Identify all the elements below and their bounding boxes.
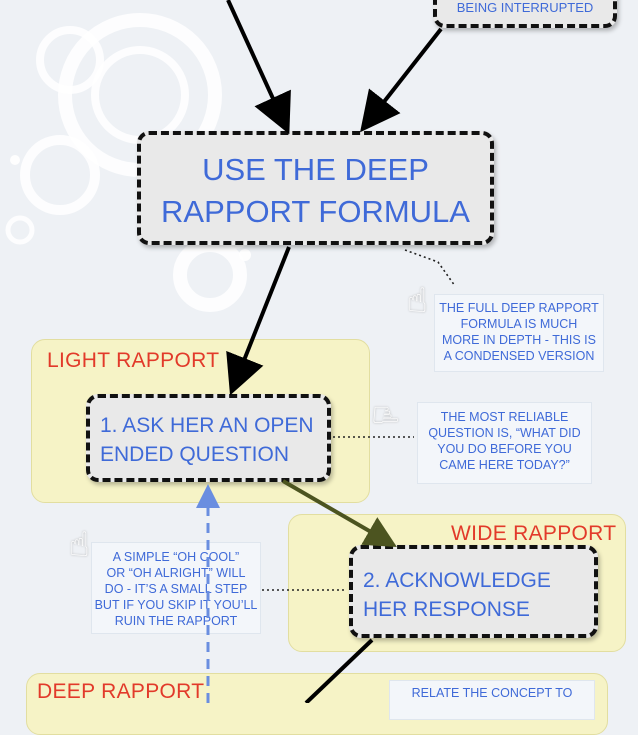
step1-box: 1. ASK HER AN OPEN ENDED QUESTION — [86, 394, 331, 482]
pointing-hand-icon: ☝ — [69, 526, 90, 564]
step1-line1: 1. ASK HER AN OPEN — [100, 414, 314, 437]
deep-rapport-formula-box: USE THE DEEP RAPPORT FORMULA — [137, 131, 494, 245]
note-ack-line1: A SIMPLE “OH COOL” — [112, 550, 240, 564]
note-formula-line3: MORE IN DEPTH - THIS IS — [442, 333, 596, 347]
zone-light-label: LIGHT RAPPORT — [47, 349, 220, 372]
note-formula-line1: THE FULL DEEP RAPPORT — [439, 301, 599, 315]
note-question-line4: CAME HERE TODAY?” — [439, 458, 570, 472]
note-question-line3: YOU DO BEFORE YOU — [437, 442, 572, 456]
note-formula-line4: A CONDENSED VERSION — [443, 349, 595, 363]
note-acknowledge: A SIMPLE “OH COOL” OR “OH ALRIGHT” WILL … — [91, 542, 261, 634]
step1-line2: ENDED QUESTION — [100, 443, 290, 466]
note-ack-line3: DO - IT’S A SMALL STEP — [104, 582, 248, 596]
note-formula: THE FULL DEEP RAPPORT FORMULA IS MUCH MO… — [434, 294, 604, 372]
note-ack-line5: RUIN THE RAPPORT — [114, 614, 238, 628]
step2-box: 2. ACKNOWLEDGE HER RESPONSE — [349, 545, 598, 638]
zone-wide-label: WIDE RAPPORT — [451, 522, 617, 545]
step2-line1: 2. ACKNOWLEDGE — [363, 569, 551, 592]
step2-line2: HER RESPONSE — [363, 598, 530, 621]
note-relate-line1: RELATE THE CONCEPT TO — [411, 686, 573, 700]
zone-deep-label: DEEP RAPPORT — [37, 680, 205, 703]
note-ack-line4: BUT IF YOU SKIP IT YOU’LL — [94, 598, 258, 612]
pointing-hand-icon: ☝ — [407, 282, 428, 320]
note-relate: RELATE THE CONCEPT TO — [389, 680, 595, 720]
pointing-hand-icon: ☝ — [365, 404, 404, 426]
note-question-line2: QUESTION IS, “WHAT DID — [428, 426, 581, 440]
being-interrupted-box: BEING INTERRUPTED — [433, 0, 617, 28]
note-ack-line2: OR “OH ALRIGHT” WILL — [106, 566, 246, 580]
note-question: THE MOST RELIABLE QUESTION IS, “WHAT DID… — [417, 402, 592, 484]
note-question-line1: THE MOST RELIABLE — [440, 410, 569, 424]
being-interrupted-text: BEING INTERRUPTED — [456, 0, 594, 15]
note-formula-line2: FORMULA IS MUCH — [460, 317, 578, 331]
main-box-line1: USE THE DEEP — [202, 152, 429, 187]
main-box-line2: RAPPORT FORMULA — [161, 194, 470, 229]
